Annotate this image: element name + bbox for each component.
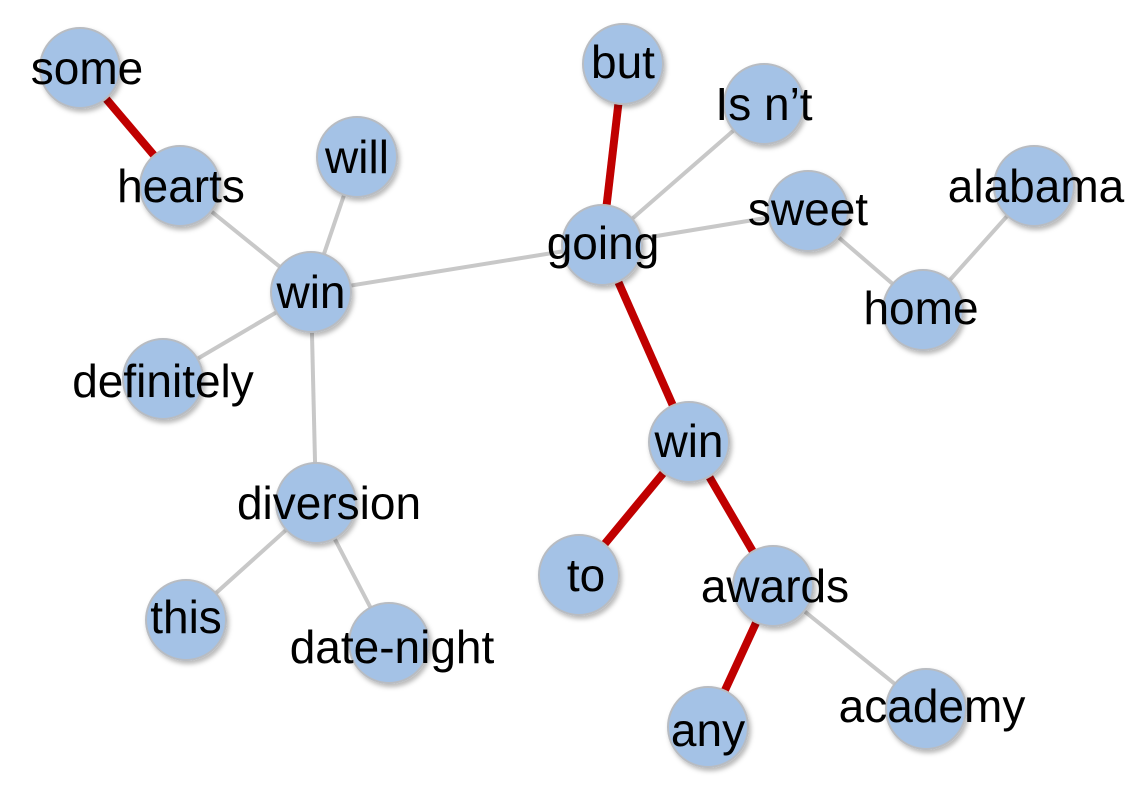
node-any: any	[667, 686, 749, 768]
node-label-going: going	[547, 217, 660, 269]
node-label-academy: academy	[839, 680, 1026, 732]
node-home: home	[863, 269, 979, 351]
node-date-night: date-night	[290, 602, 495, 684]
node-circle-will	[316, 116, 398, 198]
node-this: this	[145, 579, 227, 661]
node-label-diversion: diversion	[237, 477, 421, 529]
nodes-layer: some hearts will win definitely diversion this…	[31, 23, 1125, 768]
node-some: some	[31, 27, 143, 109]
node-label-definitely: definitely	[72, 355, 254, 407]
node-awards: awards	[701, 545, 849, 627]
node-circle-isnt	[723, 63, 805, 145]
node-circle-awards	[732, 545, 814, 627]
node-circle-going	[561, 204, 643, 286]
node-diversion: diversion	[237, 462, 421, 544]
node-circle-win2	[648, 401, 730, 483]
node-label-any: any	[671, 704, 745, 756]
node-circle-some	[39, 27, 121, 109]
node-circle-alabama	[993, 145, 1075, 227]
node-circle-sweet	[767, 170, 849, 252]
node-label-awards: awards	[701, 560, 849, 612]
node-label-some: some	[31, 42, 143, 94]
node-label-win2: win	[653, 415, 723, 467]
node-hearts: hearts	[117, 145, 245, 227]
node-label-sweet: sweet	[748, 183, 868, 235]
node-circle-date-night	[348, 602, 430, 684]
node-circle-this	[145, 579, 227, 661]
node-circle-home	[882, 269, 964, 351]
node-circle-diversion	[275, 462, 357, 544]
node-academy: academy	[839, 668, 1026, 750]
node-win1: win	[270, 251, 352, 333]
node-label-win1: win	[275, 266, 345, 318]
node-circle-hearts	[139, 145, 221, 227]
node-definitely: definitely	[72, 338, 254, 420]
node-label-date-night: date-night	[290, 621, 495, 673]
node-but: but	[582, 23, 664, 105]
node-alabama: alabama	[948, 145, 1125, 227]
node-label-will: will	[324, 131, 389, 183]
node-circle-but	[582, 23, 664, 105]
node-label-this: this	[150, 591, 222, 643]
node-circle-academy	[885, 668, 967, 750]
node-label-home: home	[863, 282, 978, 334]
node-will: will	[316, 116, 398, 198]
node-isnt: Is n’t	[715, 63, 813, 145]
node-label-but: but	[591, 36, 655, 88]
node-circle-to	[538, 534, 620, 616]
node-going: going	[547, 204, 660, 286]
edge-win1-going	[310, 243, 603, 294]
node-label-isnt: Is n’t	[715, 78, 812, 130]
node-circle-definitely	[122, 338, 204, 420]
node-label-alabama: alabama	[948, 160, 1125, 212]
node-to: to	[538, 534, 620, 616]
node-circle-win1	[270, 251, 352, 333]
node-label-to: to	[567, 549, 605, 601]
node-sweet: sweet	[748, 170, 868, 252]
node-win2: win	[648, 401, 730, 483]
node-circle-any	[667, 686, 749, 768]
node-label-hearts: hearts	[117, 160, 245, 212]
